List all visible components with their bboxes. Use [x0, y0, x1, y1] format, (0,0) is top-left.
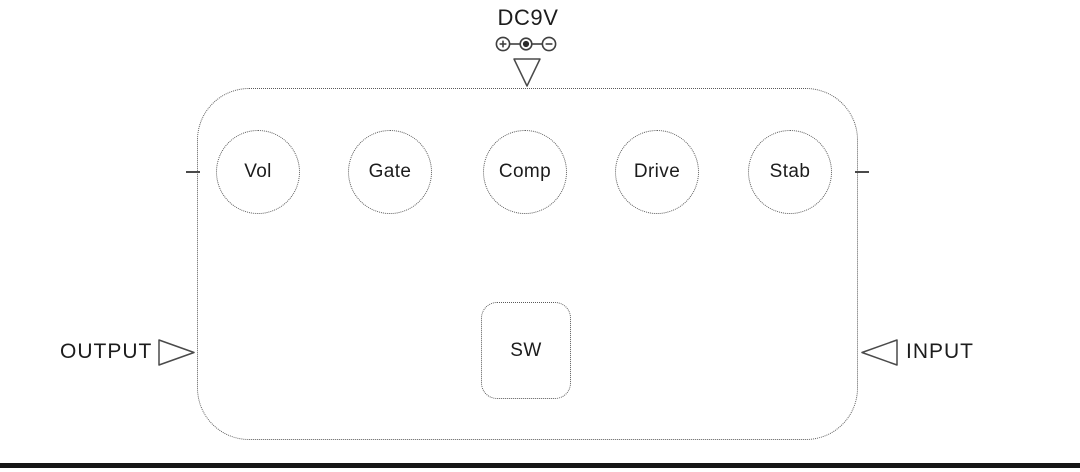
- knob-vol: Vol: [216, 130, 300, 214]
- dc-polarity-icon: [494, 35, 560, 53]
- knob-stab-label: Stab: [769, 161, 811, 182]
- input-plug-icon: [860, 337, 900, 368]
- dc-power-label: DC9V: [497, 5, 559, 30]
- knob-comp-label: Comp: [498, 161, 552, 182]
- knob-stab: Stab: [748, 130, 832, 214]
- knob-drive: Drive: [615, 130, 699, 214]
- bottom-rule: [0, 463, 1080, 468]
- left-edge-tick: [186, 171, 200, 173]
- right-edge-tick: [855, 171, 869, 173]
- output-plug-icon: [156, 337, 196, 368]
- footswitch-label: SW: [510, 339, 542, 361]
- dc-plug-triangle-icon: [512, 57, 542, 88]
- input-label: INPUT: [906, 340, 974, 363]
- knob-vol-label: Vol: [244, 161, 272, 182]
- knob-gate-label: Gate: [368, 161, 412, 182]
- footswitch: SW: [481, 302, 571, 399]
- knob-gate: Gate: [348, 130, 432, 214]
- knob-drive-label: Drive: [633, 161, 681, 182]
- output-label: OUTPUT: [60, 340, 153, 363]
- knob-comp: Comp: [483, 130, 567, 214]
